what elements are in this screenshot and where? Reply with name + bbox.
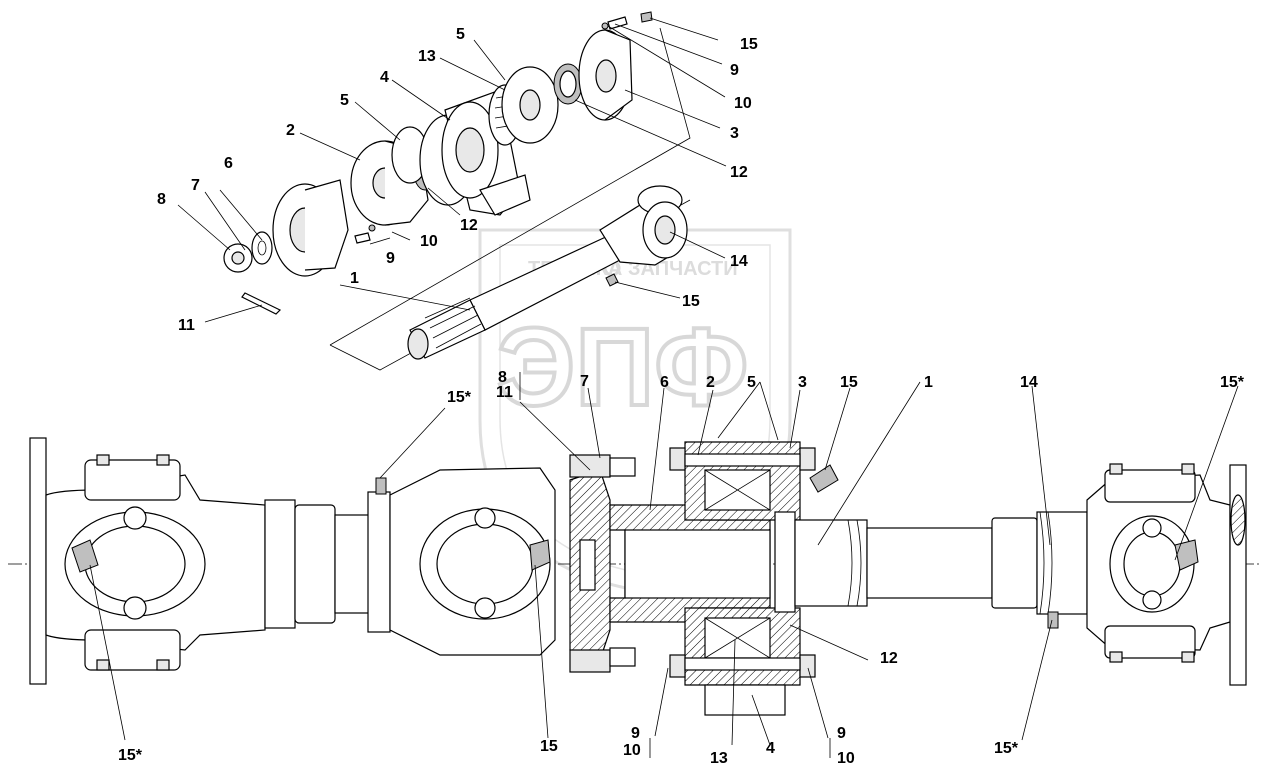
label-assembly-13: 13 (710, 750, 728, 767)
label-exploded-10b: 10 (420, 233, 438, 250)
label-exploded-1: 1 (350, 270, 359, 287)
right-grease-nipple-lower (1047, 611, 1059, 629)
middle-grease-nipple (529, 539, 551, 571)
part-15-nipple-upper (640, 11, 653, 23)
label-exploded-3: 3 (730, 125, 739, 142)
label-assembly-8: 8 (498, 369, 507, 386)
center-grease-nipple (375, 477, 387, 495)
label-exploded-4: 4 (380, 69, 389, 86)
part-11-cotter-pin (241, 292, 282, 315)
label-exploded-9b: 9 (386, 250, 395, 267)
part-8-castle-nut (223, 243, 253, 273)
label-assembly-15s-top-right: 15* (1220, 374, 1245, 391)
label-assembly-3: 3 (798, 374, 807, 391)
part-14-yoke (599, 185, 688, 266)
part-3-cover (578, 29, 633, 121)
left-end-flange (29, 437, 47, 685)
left-grease-nipple (71, 539, 99, 573)
label-assembly-12: 12 (880, 650, 898, 667)
label-assembly-14: 14 (1020, 374, 1038, 391)
label-exploded-12a: 12 (730, 164, 748, 181)
label-assembly-10-right: 10 (837, 750, 855, 767)
label-assembly-7: 7 (580, 373, 589, 390)
label-assembly-15-top: 15 (840, 374, 858, 391)
label-assembly-10-left: 10 (623, 742, 641, 759)
label-assembly-5: 5 (747, 374, 756, 391)
part-9-bolt-lower (354, 232, 371, 244)
label-exploded-12b: 12 (460, 217, 478, 234)
label-assembly-15s-bottom-right: 15* (994, 740, 1019, 757)
part-7-washer (251, 231, 273, 265)
label-exploded-7: 7 (191, 177, 200, 194)
label-exploded-11: 11 (178, 317, 195, 334)
label-assembly-1: 1 (924, 374, 933, 391)
label-exploded-10a: 10 (734, 95, 752, 112)
label-assembly-9-right: 9 (837, 725, 846, 742)
label-exploded-15a: 15 (740, 36, 758, 53)
label-exploded-13: 13 (418, 48, 436, 65)
label-exploded-2: 2 (286, 122, 295, 139)
part-5-ring-upper (501, 66, 559, 144)
right-grease-nipple (1174, 539, 1199, 571)
assembly-view: 15* 8 11 7 6 2 5 3 15 1 14 15* 12 15* 15… (8, 369, 1262, 767)
part-10-washer-lower (368, 224, 376, 232)
label-exploded-6: 6 (224, 155, 233, 172)
label-exploded-8: 8 (157, 191, 166, 208)
label-assembly-6: 6 (660, 374, 669, 391)
label-assembly-4: 4 (766, 740, 775, 757)
label-assembly-2: 2 (706, 374, 715, 391)
label-assembly-15s-bottom-left: 15* (118, 747, 143, 764)
label-exploded-5a: 5 (456, 26, 465, 43)
shaft-1-right (794, 519, 868, 607)
label-exploded-15b: 15 (682, 293, 700, 310)
label-exploded-9a: 9 (730, 62, 739, 79)
label-exploded-5b: 5 (340, 92, 349, 109)
seal-12-section (774, 511, 796, 613)
housing-4-foot (704, 684, 786, 716)
part-15-nipple-lower (605, 273, 619, 287)
part-1-spline-shaft (407, 234, 621, 360)
part-6-flange (272, 179, 349, 277)
exploded-view: 5 15 13 9 4 10 5 3 2 12 6 7 8 12 10 9 14… (157, 11, 758, 371)
label-assembly-15s-top-left: 15* (447, 389, 472, 406)
label-assembly-15-bottom: 15 (540, 738, 558, 755)
watermark-logo-text: ЭПФ (497, 306, 748, 429)
housing-grease-nipple (809, 464, 839, 493)
label-exploded-14: 14 (730, 253, 748, 270)
part-10-washer-upper (601, 22, 609, 30)
label-assembly-9-left: 9 (631, 725, 640, 742)
label-assembly-11: 11 (496, 384, 513, 401)
